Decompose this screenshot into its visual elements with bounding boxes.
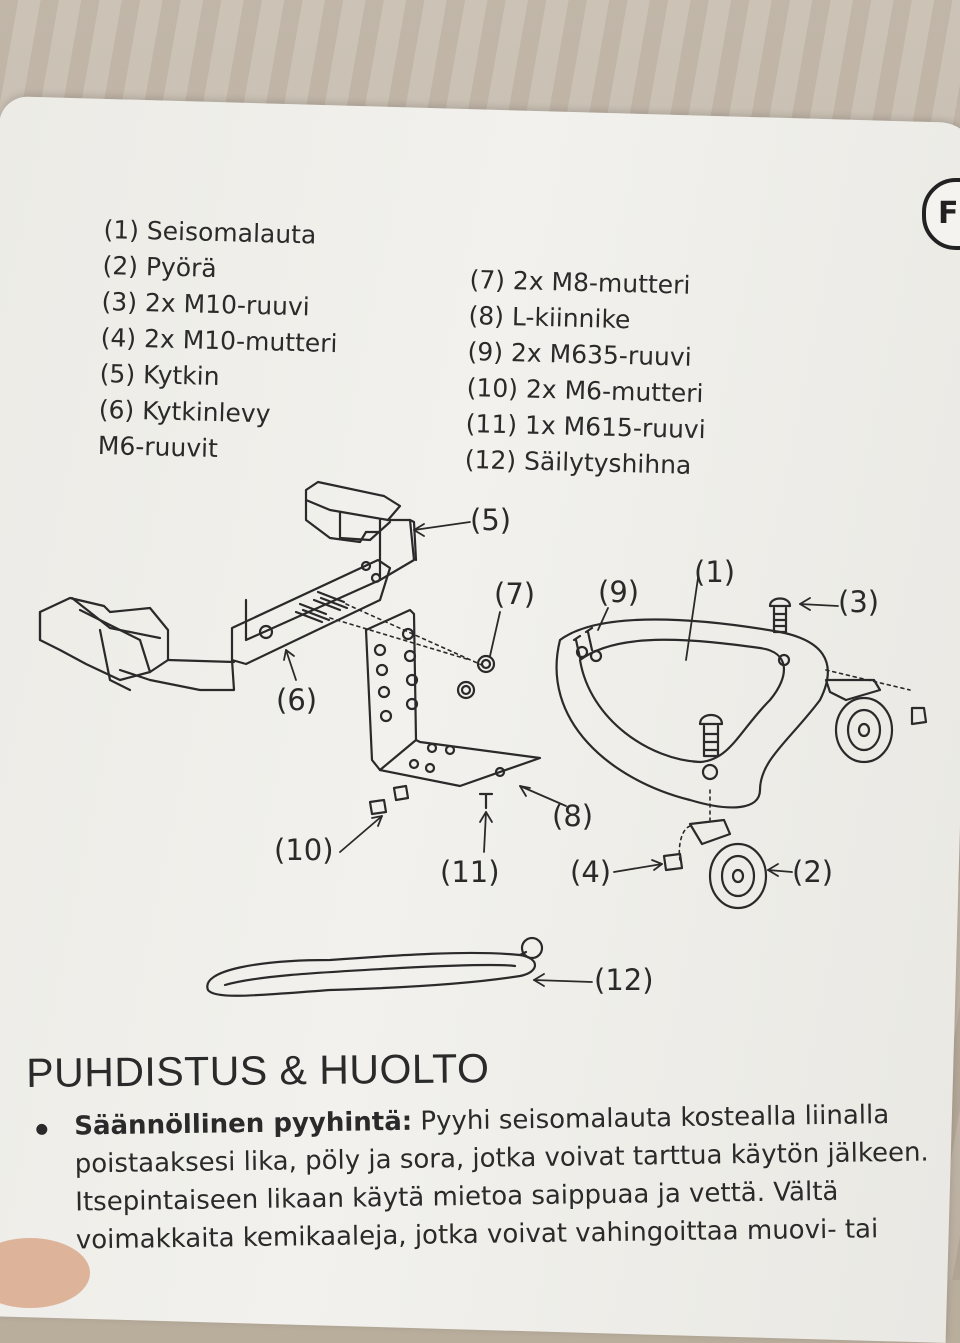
callout-5: (5) bbox=[470, 503, 511, 537]
callout-9: (9) bbox=[598, 575, 639, 609]
callout-1: (1) bbox=[694, 555, 735, 589]
callout-10: (10) bbox=[274, 833, 334, 867]
m635-screws bbox=[572, 626, 594, 660]
callout-7: (7) bbox=[494, 577, 535, 611]
m6-screws bbox=[294, 590, 485, 667]
m10-screws bbox=[698, 597, 792, 758]
callout-6: (6) bbox=[276, 683, 317, 717]
callout-arrows bbox=[283, 521, 839, 987]
wheel-lower bbox=[662, 789, 768, 910]
bullet-text: Säännöllinen pyyhintä: Pyyhi seisomalaut… bbox=[74, 1095, 938, 1259]
callout-2: (2) bbox=[792, 855, 833, 889]
maintenance-bullet: Säännöllinen pyyhintä: Pyyhi seisomalaut… bbox=[36, 1095, 938, 1260]
callout-8: (8) bbox=[552, 799, 593, 833]
callout-12: (12) bbox=[594, 963, 654, 997]
coupler-plate-part bbox=[118, 558, 392, 692]
wheel-upper bbox=[824, 669, 928, 764]
coupler-part bbox=[244, 480, 418, 642]
m615-screw bbox=[478, 792, 494, 810]
callout-4: (4) bbox=[570, 855, 611, 889]
standing-board-part bbox=[555, 618, 829, 809]
bullet-dot bbox=[36, 1123, 48, 1135]
m6-nuts bbox=[368, 784, 410, 816]
l-bracket-part bbox=[364, 608, 542, 788]
bullet-label: Säännöllinen pyyhintä: bbox=[74, 1106, 413, 1142]
assembly-diagram: (5) (6) (7) (9) (1) (3) (8) (10) (11) (4… bbox=[38, 480, 928, 997]
language-badge-label: FI bbox=[938, 196, 960, 231]
callout-11: (11) bbox=[440, 855, 500, 889]
m8-nuts bbox=[456, 654, 496, 700]
storage-strap-part bbox=[206, 936, 544, 997]
section-title: PUHDISTUS & HUOLTO bbox=[26, 1045, 490, 1096]
hitch-block-part bbox=[38, 596, 236, 692]
callout-3: (3) bbox=[838, 585, 879, 619]
